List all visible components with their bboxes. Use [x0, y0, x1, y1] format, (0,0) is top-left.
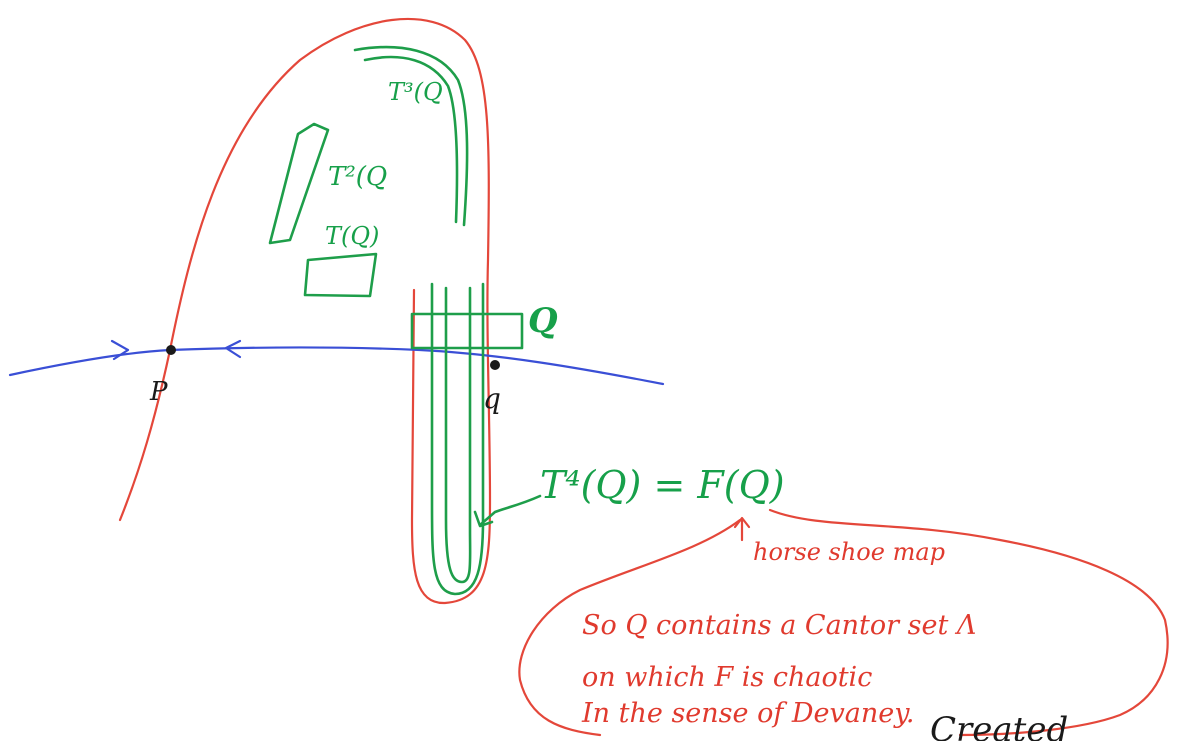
t4-image-inner: [444, 286, 472, 584]
square-q: [410, 312, 524, 350]
t1-image-box: [303, 252, 378, 298]
t4-image-outer: [430, 282, 485, 596]
t2-label: T²(Q: [328, 162, 387, 192]
equation-label: T⁴(Q) = F(Q): [540, 463, 785, 507]
horseshoe-label: horse shoe map: [753, 538, 945, 566]
t3-image-arc-inner: [363, 55, 459, 224]
t4-pointer-arrow: [473, 494, 542, 528]
stable-manifold-curve: [8, 346, 665, 386]
note-bubble: [518, 508, 1169, 737]
cut-off-text: Created: [930, 710, 1068, 741]
right-arrow-icon: [110, 339, 130, 361]
left-arrow-icon: [224, 339, 242, 359]
fixed-point-q: [490, 360, 500, 370]
fixed-point-p: [166, 345, 176, 355]
p-label: P: [149, 377, 168, 407]
t3-label: T³(Q: [388, 78, 443, 106]
note-line-2: on which F is chaotic: [582, 662, 872, 693]
q-point-label: q: [483, 382, 501, 415]
t3-image-arc: [353, 45, 469, 227]
note-line-3: In the sense of Devaney.: [581, 698, 915, 729]
q-label: Q: [528, 301, 558, 341]
unstable-manifold-curve: [118, 17, 492, 605]
note-line-1: So Q contains a Cantor set Λ: [582, 610, 976, 641]
t2-image-strip: [268, 122, 330, 245]
up-arrow-icon: [733, 516, 751, 542]
t1-label: T(Q): [325, 222, 379, 250]
